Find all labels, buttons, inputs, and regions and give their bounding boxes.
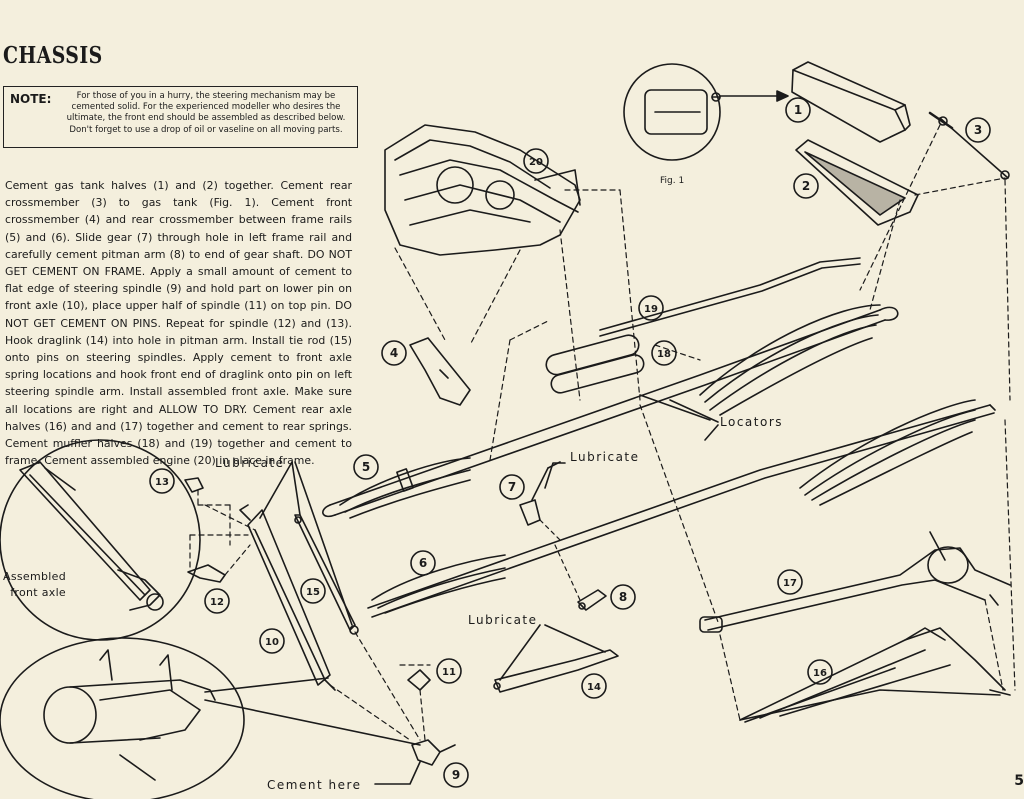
instructions-paragraph: Cement gas tank halves (1) and (2) toget… [5, 179, 352, 468]
spindle-alignment-lines [189, 489, 431, 741]
assembled-label-line2: front axle [10, 586, 66, 599]
part-number-2: 2 [802, 179, 810, 193]
page-title: CHASSIS [3, 42, 103, 69]
gas-tank-bottom-half [795, 139, 919, 226]
front-axle-beam [239, 504, 336, 691]
part-number-16: 16 [813, 668, 827, 679]
lubricate-leader-2 [544, 462, 566, 489]
note-label: NOTE: [10, 92, 52, 106]
assembly-instructions: Cement gas tank halves (1) and (2) toget… [5, 177, 352, 469]
note-text: For those of you in a hurry, the steerin… [66, 91, 346, 135]
part-number-5: 5 [362, 460, 370, 474]
part-number-19: 19 [644, 304, 658, 315]
muffler-alignment-lines [489, 319, 701, 461]
gas-tank-alignment-lines [859, 124, 1011, 401]
rear-crossmember [928, 111, 1010, 180]
engine-alignment-lines [394, 189, 641, 401]
detail-inset-leaders [204, 677, 421, 746]
front-leaf-spring-lower [371, 554, 506, 614]
spindle-9 [411, 739, 456, 766]
draglink [493, 649, 619, 693]
tailpipe [599, 257, 861, 337]
assembled-label-line1: Assembled [3, 570, 66, 583]
part-number-11: 11 [442, 667, 456, 678]
part-number-9: 9 [452, 768, 460, 782]
muffler-halves [545, 334, 645, 394]
part-number-13: 13 [155, 477, 169, 488]
part-number-15: 15 [306, 587, 320, 598]
lubricate-leaders-3 [499, 624, 606, 681]
part-number-17: 17 [783, 578, 797, 589]
note-box: NOTE: For those of you in a hurry, the s… [3, 86, 358, 148]
front-leaf-spring-upper [339, 457, 471, 519]
part-number-12: 12 [210, 597, 224, 608]
locators-leaders [639, 394, 719, 441]
part-number-18: 18 [657, 349, 671, 360]
assembled-front-axle-inset [0, 439, 201, 641]
part-number-1: 1 [794, 103, 802, 117]
fig1-caption: Fig. 1 [660, 176, 684, 186]
part-number-6: 6 [419, 556, 427, 570]
front-axle-detail-inset [0, 637, 245, 799]
spindle-11 [407, 669, 431, 691]
rear-axle-half [739, 627, 1011, 723]
part-number-circles [149, 97, 991, 788]
lubricate-label-axle: Lubricate [215, 456, 285, 470]
part-numbers: 1 2 3 4 5 6 7 8 9 10 11 12 13 14 15 16 1… [155, 103, 982, 782]
frame-rail-left [322, 306, 899, 518]
front-crossmember [409, 337, 471, 406]
rear-leaf-spring-upper [699, 304, 881, 416]
page-number: 5 [1014, 773, 1024, 789]
lubricate-label-draglink: Lubricate [468, 613, 538, 627]
tie-rod [294, 514, 359, 635]
fig1-gas-tank-inset [623, 63, 784, 161]
part-number-4: 4 [390, 346, 398, 360]
part-number-3: 3 [974, 123, 982, 137]
part-number-14: 14 [587, 682, 601, 693]
rear-leaf-spring-lower [799, 399, 976, 506]
cement-here-leader [374, 761, 421, 785]
part-number-20: 20 [529, 157, 543, 168]
locators-label: Locators [720, 415, 783, 429]
lubricate-leaders-1 [259, 461, 353, 626]
engine-assembly [384, 124, 581, 256]
part-number-10: 10 [265, 637, 279, 648]
gas-tank-top-half [791, 61, 911, 143]
pitman-arm [577, 589, 607, 611]
cement-here-label: Cement here [267, 778, 362, 792]
lubricate-label-gear: Lubricate [570, 450, 640, 464]
rear-axle-alignment-lines [639, 404, 1016, 721]
part-number-8: 8 [619, 590, 627, 604]
spindle-12 [187, 564, 226, 583]
spindle-13 [184, 477, 204, 493]
rear-axle-tube [699, 531, 1011, 633]
part-number-7: 7 [508, 480, 516, 494]
frame-rail-right [367, 404, 996, 618]
steering-gear [519, 461, 561, 526]
